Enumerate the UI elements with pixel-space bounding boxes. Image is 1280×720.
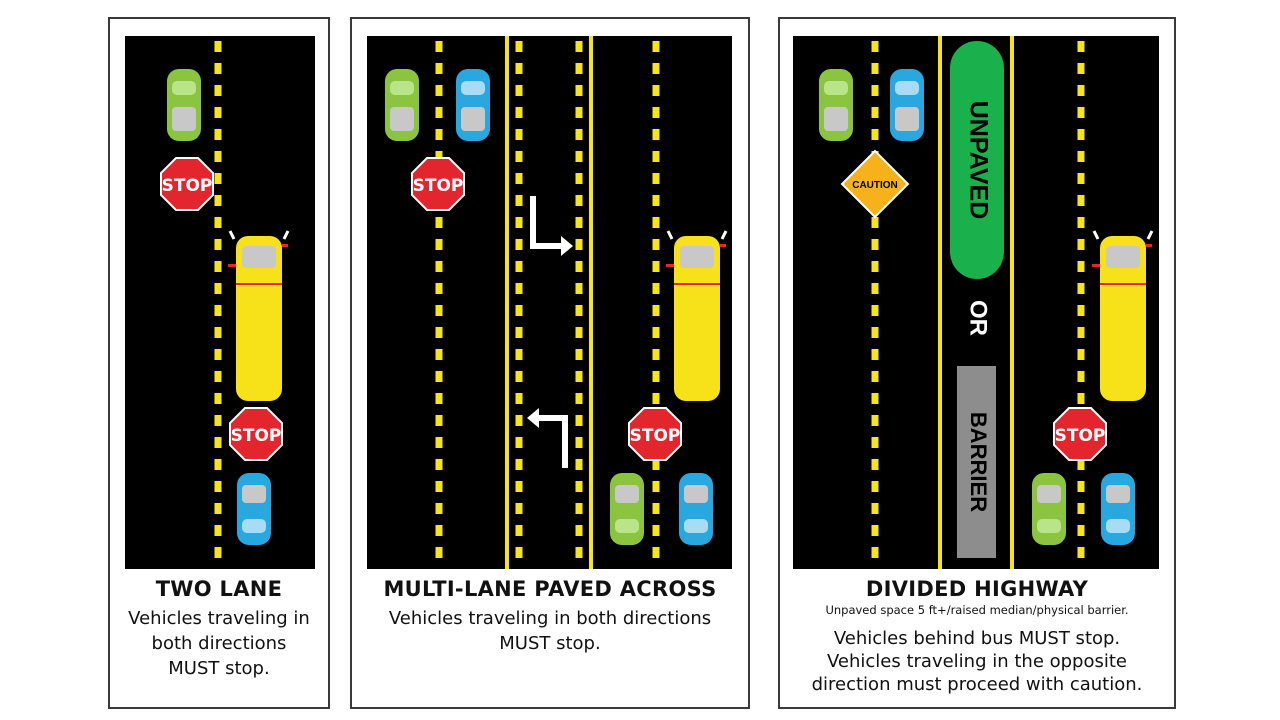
stop-sign: STOP [628, 407, 682, 461]
unpaved-median: UNPAVED [950, 41, 1004, 279]
caution-sign-label: CAUTION [852, 180, 898, 191]
unpaved-label: UNPAVED [964, 101, 992, 220]
panel-description: Vehicles traveling in both directions MU… [388, 608, 712, 654]
road-two-lane: STOP STOP [125, 36, 315, 569]
road-multi-lane: STOP [367, 36, 732, 569]
panel-title: TWO LANE [155, 577, 283, 601]
turn-arrow-left-icon [527, 408, 568, 468]
stop-sign: STOP [411, 157, 465, 211]
stop-sign-label: STOP [413, 176, 464, 196]
barrier-label: BARRIER [966, 412, 991, 512]
green-car [1032, 473, 1066, 545]
green-car [385, 69, 419, 141]
panel-divided-highway: UNPAVED OR BARRIER CAUTION [778, 17, 1176, 709]
two-lane-road-graphic: STOP STOP [160, 41, 290, 564]
panel-multi-lane: STOP [350, 17, 750, 709]
green-car [610, 473, 644, 545]
physical-barrier: BARRIER [957, 366, 996, 558]
blue-car [1101, 473, 1135, 545]
blue-car [890, 69, 924, 141]
blue-car [679, 473, 713, 545]
panel-note: Unpaved space 5 ft+/raised median/physic… [825, 603, 1129, 617]
stop-sign: STOP [229, 407, 283, 461]
stop-sign: STOP [1053, 407, 1107, 461]
stop-sign-label: STOP [231, 426, 282, 446]
panel-two-lane: STOP STOP TWO [108, 17, 330, 709]
stop-sign: STOP [160, 157, 214, 211]
panel-description: Vehicles traveling in both directions MU… [128, 608, 310, 679]
or-label: OR [965, 300, 992, 336]
green-car [167, 69, 201, 141]
panel-description: Vehicles behind bus MUST stop. Vehicles … [811, 628, 1143, 695]
school-bus [228, 230, 290, 401]
panel-title: MULTI-LANE PAVED ACROSS [383, 577, 717, 601]
turn-arrow-right-icon [530, 196, 573, 256]
school-bus [666, 230, 728, 401]
caution-sign: CAUTION [840, 149, 910, 219]
stop-sign-label: STOP [630, 426, 681, 446]
green-car [819, 69, 853, 141]
blue-car [456, 69, 490, 141]
divided-highway-road-graphic: UNPAVED OR BARRIER CAUTION [819, 36, 1154, 569]
road-divided-highway: UNPAVED OR BARRIER CAUTION [793, 36, 1159, 569]
multi-lane-road-graphic: STOP [385, 36, 728, 569]
blue-car [237, 473, 271, 545]
panel-title: DIVIDED HIGHWAY [865, 577, 1089, 601]
school-bus [1092, 230, 1154, 401]
stop-sign-label: STOP [1055, 426, 1106, 446]
stop-sign-label: STOP [162, 176, 213, 196]
